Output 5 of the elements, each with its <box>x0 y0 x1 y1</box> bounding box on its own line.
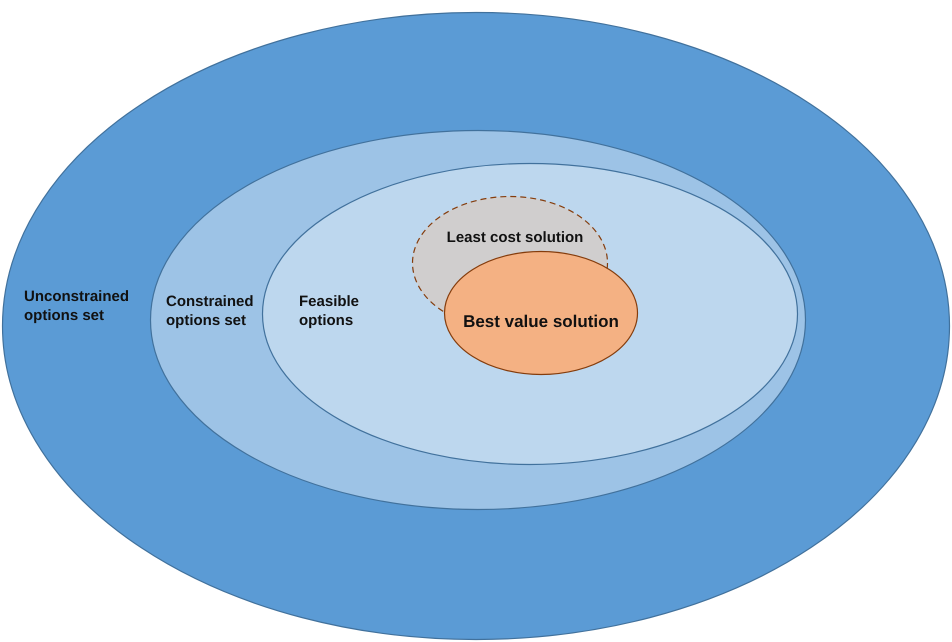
set-label: Unconstrained options set <box>24 288 130 326</box>
set-label: Constrained options set <box>166 293 255 330</box>
set-label: Best value solution <box>462 311 620 332</box>
set-label: Feasible options <box>299 293 360 330</box>
set-label: Least cost solution <box>446 229 584 248</box>
